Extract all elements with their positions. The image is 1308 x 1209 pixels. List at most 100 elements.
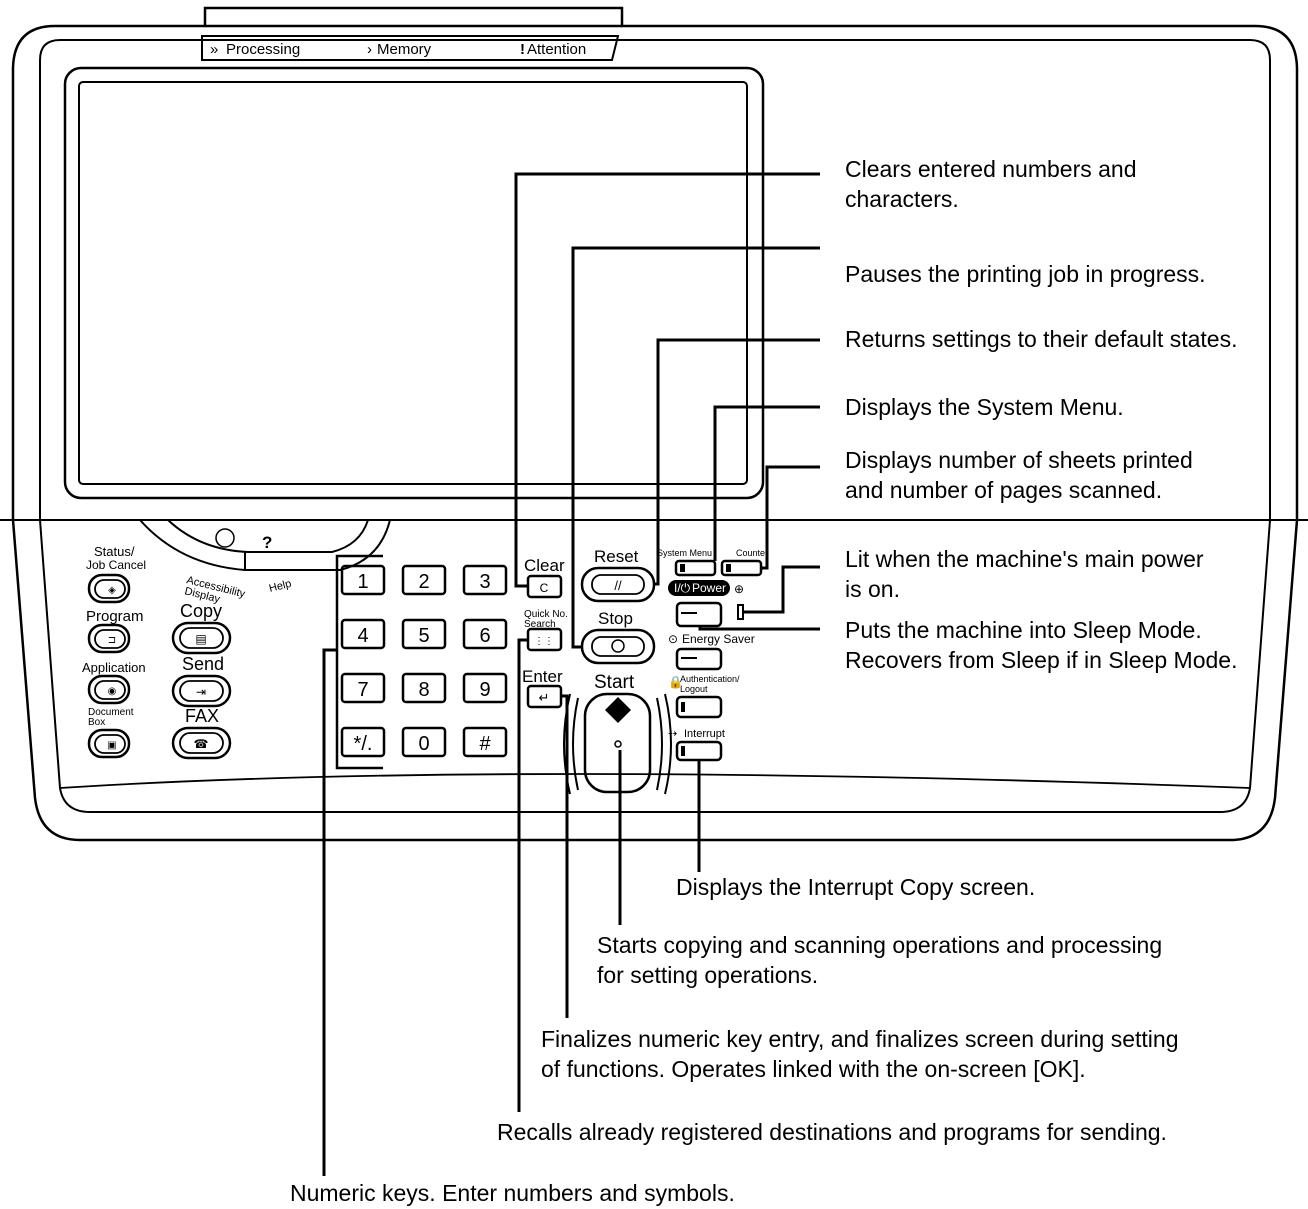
document-box-icon: ▣ [107, 740, 116, 751]
callout-stop: Pauses the printing job in progress. [845, 259, 1206, 289]
leader-main-power [743, 565, 820, 614]
callout-counter: Displays number of sheets printed and num… [845, 445, 1193, 505]
numeric-key-5[interactable]: 5 [401, 618, 447, 650]
numeric-keypad: 1 2 3 4 5 6 7 8 9 */. 0 # [340, 564, 508, 758]
help-label: Help [268, 578, 293, 595]
document-box-label-2: Box [88, 717, 105, 728]
numeric-key-hash[interactable]: # [462, 726, 508, 758]
callout-system-menu-line-1: Displays the System Menu. [845, 394, 1124, 420]
power-icon: I/⏻ [674, 581, 691, 595]
quick-no-search-key[interactable]: ⋮⋮ [526, 627, 563, 652]
accessibility-display-key[interactable]: Accessibility Display [183, 528, 247, 606]
callout-interrupt-line-1: Displays the Interrupt Copy screen. [676, 874, 1036, 900]
energy-saver-key[interactable] [675, 647, 723, 671]
callout-main-power: Lit when the machine's main power is on. [845, 544, 1204, 604]
clear-key-label: C [540, 581, 549, 595]
reset-label: Reset [594, 547, 639, 566]
leader-clear [514, 172, 820, 588]
numeric-key-label: 5 [418, 625, 429, 647]
quick-no-label-2: Search [524, 619, 556, 630]
job-cancel-icon: ◈ [108, 585, 116, 596]
callout-counter-line-1: Displays number of sheets printed [845, 447, 1193, 473]
control-keys: Reset // Stop Start [563, 547, 672, 795]
help-icon: ? [262, 533, 272, 552]
copy-icon: ▤ [195, 632, 206, 646]
start-key[interactable] [563, 692, 672, 795]
callout-clear-line-1: Clears entered numbers and [845, 156, 1137, 182]
left-function-keys: Status/ Job Cancel ◈ Program ⊐ Applicati… [82, 544, 232, 760]
numeric-key-label: 3 [479, 571, 490, 593]
memory-icon: › [367, 41, 372, 58]
touch-panel[interactable] [63, 66, 765, 500]
numeric-key-6[interactable]: 6 [462, 618, 508, 650]
callout-clear-line-2: characters. [845, 186, 959, 212]
application-key[interactable]: ◉ [87, 674, 131, 705]
callout-start: Starts copying and scanning operations a… [597, 930, 1162, 990]
numeric-key-7[interactable]: 7 [340, 672, 386, 704]
numeric-key-label: 6 [479, 625, 490, 647]
authentication-logout-key[interactable] [675, 695, 723, 719]
program-label: Program [86, 608, 144, 625]
system-menu-key[interactable] [674, 559, 717, 577]
document-box-key[interactable]: ▣ [87, 728, 131, 759]
accessibility-help-arc [139, 519, 391, 571]
quick-no-icon: ⋮⋮ [534, 636, 554, 647]
leader-numeric [322, 648, 337, 1176]
callout-reset-line-1: Returns settings to their default states… [845, 326, 1238, 352]
enter-key[interactable]: ↵ [526, 684, 563, 709]
counter-key[interactable] [720, 559, 763, 577]
interrupt-label: Interrupt [684, 728, 725, 740]
stop-key[interactable] [580, 628, 656, 665]
numeric-key-1[interactable]: 1 [340, 564, 386, 596]
accessibility-icon [215, 528, 235, 548]
numeric-key-3[interactable]: 3 [462, 564, 508, 596]
interrupt-key[interactable] [675, 740, 723, 762]
power-badge: I/⏻ Power [668, 580, 730, 596]
enter-label: Enter [522, 667, 563, 686]
reset-icon: // [614, 578, 622, 593]
reset-key[interactable]: // [580, 566, 656, 603]
callout-system-menu: Displays the System Menu. [845, 392, 1124, 422]
callout-start-line-2: for setting operations. [597, 962, 819, 988]
send-key[interactable]: ⇥ [171, 674, 232, 708]
leader-system-menu [713, 405, 820, 561]
status-job-cancel-key[interactable]: ◈ [87, 573, 131, 604]
start-icon [605, 697, 631, 723]
callout-main-power-line-2: is on. [845, 576, 900, 602]
numeric-key-0[interactable]: 0 [401, 726, 447, 758]
panel-body [0, 6, 1308, 842]
fax-key[interactable]: ☎ [171, 726, 232, 760]
copy-label: Copy [180, 601, 222, 621]
numeric-key-9[interactable]: 9 [462, 672, 508, 704]
system-menu-label: System Menu [657, 548, 712, 558]
power-key[interactable] [675, 601, 723, 628]
help-key[interactable]: ? Help [262, 533, 293, 595]
numeric-key-2[interactable]: 2 [401, 564, 447, 596]
clear-key[interactable]: C [526, 574, 563, 599]
leader-enter [561, 694, 569, 1018]
document-box-label-1: Document [88, 707, 134, 718]
quick-no-label-1: Quick No. [524, 609, 568, 620]
stop-icon [611, 639, 625, 653]
numeric-key-label: 7 [357, 679, 368, 701]
system-keys: System Menu Counter I/⏻ Power ⊕ ⊙ Energy… [657, 548, 768, 762]
callout-main-power-line-1: Lit when the machine's main power [845, 546, 1204, 572]
leader-reset [654, 338, 820, 586]
copy-key[interactable]: ▤ [171, 621, 232, 655]
callout-counter-line-2: and number of pages scanned. [845, 477, 1163, 503]
leader-stop [571, 246, 820, 649]
application-label: Application [82, 660, 146, 675]
numeric-key-4[interactable]: 4 [340, 618, 386, 650]
numeric-key-label: 4 [357, 625, 368, 647]
numeric-key-label: 1 [357, 571, 368, 593]
fax-icon: ☎ [194, 737, 209, 751]
energy-saver-icon: ⊙ [668, 632, 678, 646]
callout-numeric-line-1: Numeric keys. Enter numbers and symbols. [290, 1180, 735, 1206]
numeric-key-star-dot[interactable]: */. [340, 726, 386, 758]
callout-reset: Returns settings to their default states… [845, 324, 1237, 354]
numeric-key-label: 8 [418, 679, 429, 701]
leader-power [698, 626, 820, 631]
program-key[interactable]: ⊐ [87, 623, 131, 654]
numeric-key-8[interactable]: 8 [401, 672, 447, 704]
callout-enter: Finalizes numeric key entry, and finaliz… [541, 1024, 1179, 1084]
